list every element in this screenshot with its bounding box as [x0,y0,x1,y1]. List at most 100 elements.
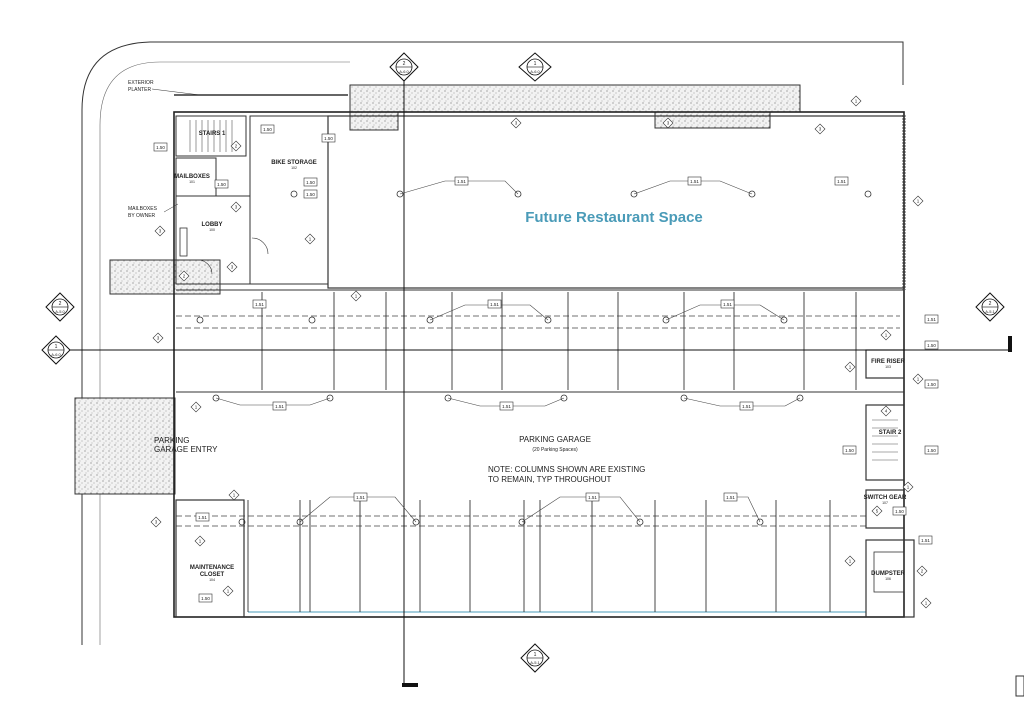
keynote-diamond-text: 1 [227,589,230,594]
room-label-maintenance-2: CLOSET [200,572,225,578]
section-marker-num: 2 [989,301,992,307]
keynote-tag-text: 1.50 [324,136,333,141]
keynote-tag-text: 1.51 [198,515,207,520]
keynote-tag-text: 1.50 [895,509,904,514]
room-number-bike-storage: 102 [291,166,297,170]
keynote-diamond-text: 2 [921,569,924,574]
keynote-tag-text: 1.50 [156,145,165,150]
keynote-diamond-text: 2 [235,144,238,149]
section-marker-left-1: 1 A-6.0 [41,335,71,365]
keynote-tag-text: 1.51 [356,495,365,500]
section-marker-num: 1 [55,344,58,350]
section-marker-sheet: A-6.0 [51,352,61,357]
room-label-bike-storage: BIKE STORAGE [271,160,317,166]
section-marker-sheet: A-6.0 [530,69,540,74]
section-marker-top-2: 2 A-6.0 [389,52,419,82]
dumpster-room [865,539,915,618]
keynote-tag-text: 1.50 [306,192,315,197]
section-marker-sheet: A-5.1 [985,309,995,314]
keynote-tag-text: 1.50 [306,180,315,185]
keynote-tag-text: 1.50 [217,182,226,187]
room-label-lobby: LOBBY [202,222,223,228]
stair-treads [189,120,233,152]
room-number-fire-riser: 103 [885,365,891,369]
keynote-diamond-text: 1 [309,237,312,242]
room-number-switch-gear: 107 [882,501,888,505]
section-marker-num: 2 [403,61,406,67]
keynote-diamond-text: 1 [355,294,358,299]
lobby-bench [179,227,188,257]
note-columns-2: TO REMAIN, TYP THROUGHOUT [488,475,612,484]
note-columns-1: NOTE: COLUMNS SHOWN ARE EXISTING [488,465,645,474]
corner-mark [1015,675,1024,697]
building-outline [173,111,905,618]
room-label-stairs-1: STAIRS 1 [199,131,226,137]
keynote-diamond-text: 1 [885,333,888,338]
keynote-diamond-text: 3 [155,520,158,525]
leader-exterior-planter [151,88,201,96]
keynote-diamond-text: 3 [667,121,670,126]
exterior-planter-hatch [349,84,801,131]
keynote-diamonds [150,95,932,609]
garage-entry-ramp-hatch [74,397,176,495]
note-exterior-planter-2: PLANTER [128,87,151,93]
room-number-lobby: 100 [209,228,215,232]
note-garage-entry-2: GARAGE ENTRY [154,445,218,454]
room-label-stair-2: STAIR 2 [879,430,902,436]
section-marker-sheet: A-5.1 [530,660,540,665]
keynote-tag-text: 1.51 [927,317,936,322]
keynote-diamond-text: 1 [199,539,202,544]
section-cut-end-right [1008,336,1012,352]
section-marker-num: 1 [534,652,537,658]
keynote-tag-text: 1.51 [588,495,597,500]
keynote-diamond-texts: 1 1 3 3 3 2 3 3 1 3 2 1 3 1 1 1 4 1 1 3 … [155,99,928,606]
columns [196,190,872,526]
dumpster-bin [873,551,905,593]
keynote-tag-text: 1.50 [201,596,210,601]
keynote-diamond-text: 3 [159,229,162,234]
room-label-fire-riser: FIRE RISER [871,359,905,365]
keynote-diamond-text: 3 [231,265,234,270]
room-label-dumpster: DUMPSTER [871,571,905,577]
keynote-tag-text: 1.51 [690,179,699,184]
section-marker-top-1: 1 A-6.0 [518,52,552,82]
restaurant-space [327,115,905,289]
bike-storage-room [249,115,329,285]
section-marker-left-2: 2 A-5.0 [45,292,75,322]
stair-2-treads [872,419,898,461]
keynote-tag-text: 1.51 [742,404,751,409]
curb-outline [81,41,904,645]
keynote-tag-text: 1.50 [927,382,936,387]
room-label-mailboxes: MAILBOXES [174,174,210,180]
room-label-switch-gear: SWITCH GEAR [864,495,907,501]
keynote-tag-text: 1.51 [723,302,732,307]
keynote-diamond-text: 1 [849,559,852,564]
keynote-tag-texts: 1.50 1.50 1.50 1.50 1.50 1.50 1.51 1.51 … [156,127,936,601]
keynote-tag-text: 1.50 [927,343,936,348]
keynote-diamond-text: 1 [925,601,928,606]
keynote-tag-text: 1.50 [845,448,854,453]
keynote-tag-boxes [153,124,939,603]
room-label-maintenance-1: MAINTENANCE [190,565,234,571]
section-marker-num: 2 [59,301,62,307]
lower-parking-stalls [247,500,831,612]
section-marker-bottom-1: 1 A-5.1 [520,643,550,673]
keynote-tag-text: 1.51 [490,302,499,307]
room-number-dumpster: 106 [885,577,891,581]
curb-inner-outline [99,61,350,645]
section-marker-right-2: 2 A-5.1 [975,292,1005,322]
keynote-diamond-text: 1 [855,99,858,104]
keynote-tag-text: 1.51 [921,538,930,543]
keynote-diamond-text: 4 [885,409,888,414]
left-planter-hatch [109,259,221,295]
keynote-tag-text: 1.50 [927,448,936,453]
section-marker-sheet: A-6.0 [399,69,409,74]
note-garage-entry-1: PARKING [154,436,189,445]
keynote-diamond-text: 3 [157,336,160,341]
keynote-diamond-text: 1 [917,377,920,382]
maintenance-closet-room [175,499,245,618]
note-mailboxes-owner-2: BY OWNER [128,213,156,219]
keynote-tag-text: 1.50 [263,127,272,132]
keynote-tag-text: 1.51 [457,179,466,184]
